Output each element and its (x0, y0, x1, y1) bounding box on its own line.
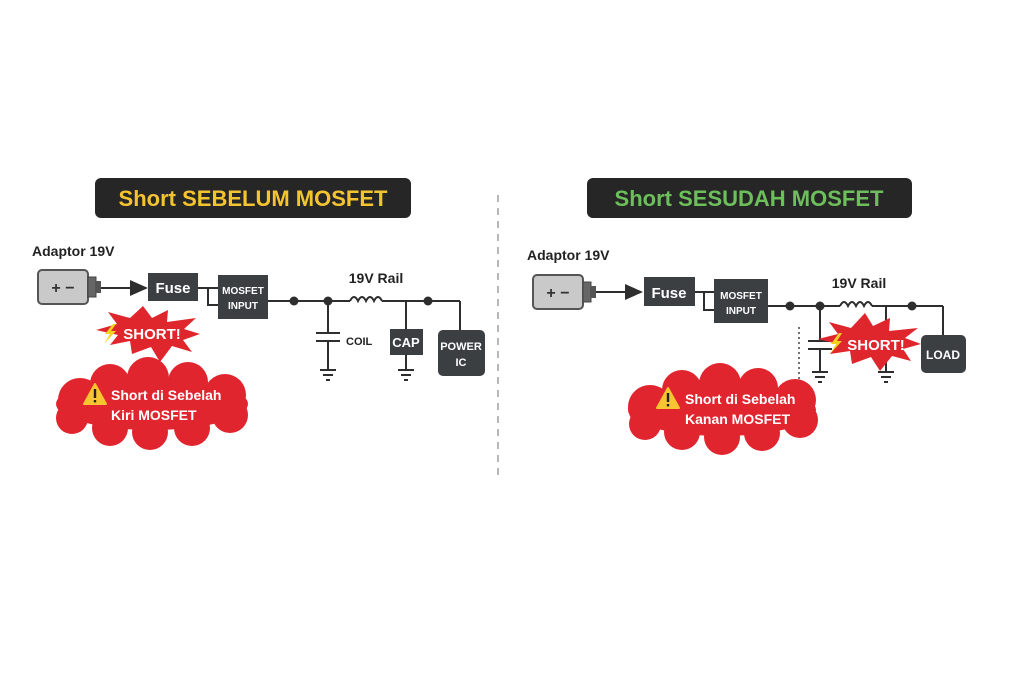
right-callout-line1: Short di Sebelah (685, 391, 795, 407)
left-mosfet-line1: MOSFET (222, 286, 264, 297)
left-coil-label: COIL (346, 336, 373, 348)
right-adaptor-symbol: + − (546, 285, 569, 302)
left-panel: Short SEBELUM MOSFET Adaptor 19V + − Fus… (32, 178, 485, 450)
right-load-box (921, 335, 966, 373)
right-fuse-label: Fuse (651, 285, 686, 302)
right-bolt-icon (830, 333, 842, 354)
left-short-burst: SHORT! (96, 306, 200, 362)
right-warning-icon (656, 387, 680, 409)
right-fuse-box (644, 277, 695, 306)
left-adaptor-icon: + − (37, 269, 101, 305)
left-rail-wire (268, 296, 461, 381)
left-short-label: SHORT! (123, 326, 181, 343)
left-callout-cloud: Short di Sebelah Kiri MOSFET (56, 357, 248, 450)
right-callout-cloud: Short di Sebelah Kanan MOSFET (628, 363, 818, 455)
right-adaptor-label: Adaptor 19V (527, 247, 610, 263)
left-mosfet-line2: INPUT (228, 301, 258, 312)
left-cap-box (390, 329, 423, 355)
right-load-label: LOAD (926, 348, 960, 362)
left-node-dot (423, 296, 433, 306)
left-fuse-mosfet-wire (198, 287, 218, 306)
left-callout-line2: Kiri MOSFET (111, 407, 197, 423)
left-bolt-icon (104, 324, 116, 344)
left-power-ic-box (438, 330, 485, 376)
right-adaptor-icon: + − (532, 274, 596, 310)
left-fuse-label: Fuse (155, 280, 190, 297)
right-short-burst: SHORT! (818, 313, 921, 371)
left-node-dot (323, 296, 333, 306)
left-fuse-box (148, 273, 198, 301)
left-adaptor-symbol: + − (51, 280, 74, 297)
left-warning-icon (83, 383, 107, 405)
left-mosfet-box (218, 275, 268, 319)
left-title-banner (95, 178, 411, 218)
right-callout-line2: Kanan MOSFET (685, 411, 790, 427)
right-rail-wire (768, 301, 944, 383)
left-power-ic-line2: IC (456, 357, 467, 369)
right-mosfet-line2: INPUT (726, 306, 756, 317)
right-title-banner (587, 178, 912, 218)
left-rail-label: 19V Rail (349, 270, 403, 286)
right-node-dot (815, 301, 825, 311)
right-node-dot (785, 301, 795, 311)
left-title: Short SEBELUM MOSFET (119, 186, 388, 211)
right-panel: Short SESUDAH MOSFET Adaptor 19V + − Fus… (527, 178, 966, 455)
right-rail-label: 19V Rail (832, 275, 886, 291)
right-node-dot (907, 301, 917, 311)
right-mosfet-line1: MOSFET (720, 291, 762, 302)
left-node-dot (289, 296, 299, 306)
left-adaptor-label: Adaptor 19V (32, 243, 115, 259)
left-callout-line1: Short di Sebelah (111, 387, 221, 403)
right-fuse-mosfet-wire (695, 291, 714, 311)
left-power-ic-line1: POWER (440, 341, 482, 353)
right-short-label: SHORT! (847, 337, 905, 354)
right-title: Short SESUDAH MOSFET (615, 186, 884, 211)
right-mosfet-box (714, 279, 768, 323)
left-cap-label: CAP (392, 335, 420, 350)
